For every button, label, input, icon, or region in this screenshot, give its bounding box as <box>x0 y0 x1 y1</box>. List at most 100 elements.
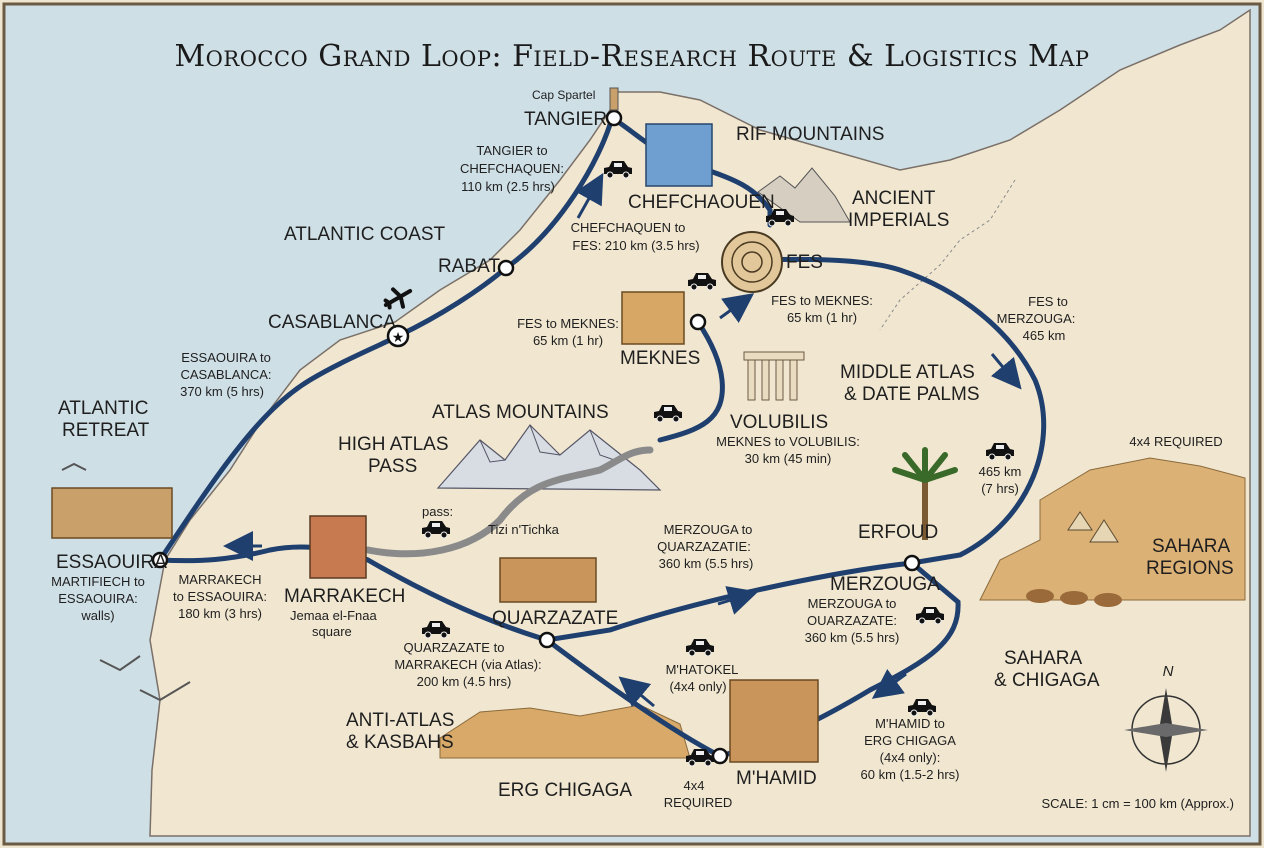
merz-ouar-1: MERZOUGA to <box>808 596 897 611</box>
atlas-mountains-illustration <box>436 424 662 491</box>
quar-mar-2: MARRAKECH (via Atlas): <box>394 657 541 672</box>
fes-meknes-a2: 65 km (1 hr) <box>533 333 603 348</box>
tangier-label: TANGIER <box>524 109 607 130</box>
rif-mountains-illustration <box>757 167 851 223</box>
chef-fes-1: CHEFCHAQUEN to <box>571 220 686 235</box>
atlas-label: ATLAS MOUNTAINS <box>432 402 609 423</box>
tangier-chef-3: 110 km (2.5 hrs) <box>461 179 555 194</box>
merzouga-label: MERZOUGA <box>830 574 940 595</box>
volubilis-ruins-illustration <box>743 351 805 401</box>
rif-label: RIF MOUNTAINS <box>736 124 884 145</box>
fes-meknes-b1: FES to MEKNES: <box>771 293 873 308</box>
fes-medina-illustration <box>721 231 783 293</box>
sahara-regions-2: REGIONS <box>1146 558 1234 579</box>
mar-ess-3: 180 km (3 hrs) <box>178 606 262 621</box>
sahara-regions-1: SAHARA <box>1152 536 1230 557</box>
chefchaouen-illustration <box>645 123 713 187</box>
meknes-label: MEKNES <box>620 348 700 369</box>
mar-ess-2: to ESSAOUIRA: <box>173 589 267 604</box>
mhatokel-2: (4x4 only) <box>669 679 726 694</box>
cap-spartel-label: Cap Spartel <box>532 88 595 102</box>
sahara-dunes-illustration <box>979 457 1246 601</box>
anti-atlas-1: ANTI-ATLAS <box>346 710 454 731</box>
ancient-label-1: ANCIENT <box>852 188 936 209</box>
fes-meknes-b2: 65 km (1 hr) <box>787 310 857 325</box>
anti-atlas-2: & KASBAHS <box>346 732 454 753</box>
airplane-icon <box>383 287 413 310</box>
city-markers <box>151 109 921 765</box>
mhatokel-1: M'HATOKEL <box>666 662 739 677</box>
km465-1: 465 km <box>979 464 1022 479</box>
ess-casa-2: CASABLANCA: <box>180 367 271 382</box>
map-title: Morocco Grand Loop: Field-Research Route… <box>174 39 1089 74</box>
high-atlas-2: PASS <box>368 456 417 477</box>
meknes-vol-1: MEKNES to VOLUBILIS: <box>716 434 860 449</box>
marrakech-square-illustration <box>309 515 367 579</box>
pass-road <box>364 446 654 558</box>
sahara-chigaga-1: SAHARA <box>1004 648 1082 669</box>
casablanca-star: ★ <box>392 330 405 346</box>
quar-mar-1: QUARZAZATE to <box>404 640 505 655</box>
direction-arrows <box>223 172 1022 708</box>
meknes-vol-2: 30 km (45 min) <box>745 451 832 466</box>
tizi-label: Tizi n'Tichka <box>488 522 560 537</box>
sahara-chigaga-2: & CHIGAGA <box>994 670 1100 691</box>
marrakech-sub-2: square <box>312 624 352 639</box>
palm-tree-icon <box>892 447 958 540</box>
compass-north: N <box>1163 663 1174 680</box>
compass-rose-icon <box>1124 688 1208 772</box>
pass-label: pass: <box>422 504 453 519</box>
ancient-label-2: IMPERIALS <box>848 210 949 231</box>
erg-chigaga-label: ERG CHIGAGA <box>498 780 632 801</box>
mhamid-erg-3: (4x4 only): <box>880 750 941 765</box>
bird-icon <box>61 462 191 702</box>
mar-ess-1: MARRAKECH <box>178 572 261 587</box>
quarzazate-label: QUARZAZATE <box>492 608 618 629</box>
fes-merz-2: MERZOUGA: <box>997 311 1076 326</box>
req-1: 4x4 <box>684 778 705 793</box>
fes-meknes-a1: FES to MEKNES: <box>517 316 619 331</box>
essaouira-walls-illustration <box>51 487 173 539</box>
chefchaouen-label: CHEFCHAOUEN <box>628 192 775 213</box>
scale-label: SCALE: 1 cm = 100 km (Approx.) <box>1041 796 1234 811</box>
merz-quar-1: MERZOUGA to <box>664 522 753 537</box>
quarzazate-kasbah-illustration <box>499 557 597 603</box>
tangier-chef-2: CHEFCHAQUEN: <box>460 161 564 176</box>
four-required: 4x4 REQUIRED <box>1129 434 1222 449</box>
middle-atlas-1: MIDDLE ATLAS <box>840 362 975 383</box>
tangier-chef-1: TANGIER to <box>476 143 547 158</box>
mhamid-erg-4: 60 km (1.5-2 hrs) <box>861 767 960 782</box>
camel-icon <box>1026 589 1122 607</box>
quar-mar-3: 200 km (4.5 hrs) <box>417 674 512 689</box>
middle-atlas-2: & DATE PALMS <box>844 384 980 405</box>
lighthouse-icon <box>609 87 619 111</box>
mart-1: MARTIFIECH to <box>51 574 145 589</box>
fes-merz-3: 465 km <box>1023 328 1066 343</box>
marrakech-sub-1: Jemaa el-Fnaa <box>290 608 377 623</box>
atlantic-coast-label: ATLANTIC COAST <box>284 224 446 245</box>
marrakech-label: MARRAKECH <box>284 586 405 607</box>
mhamid-erg-1: M'HAMID to <box>875 716 945 731</box>
fes-label: FES <box>786 252 823 273</box>
merz-quar-3: 360 km (5.5 hrs) <box>659 556 754 571</box>
region-border <box>879 179 1016 331</box>
mhamid-erg-2: ERG CHIGAGA <box>864 733 956 748</box>
high-atlas-1: HIGH ATLAS <box>338 434 449 455</box>
mhamid-gate-illustration <box>729 679 819 763</box>
mhamid-label: M'HAMID <box>736 768 817 789</box>
ess-casa-1: ESSAOUIRA to <box>181 350 271 365</box>
km465-2: (7 hrs) <box>981 481 1019 496</box>
rabat-label: RABAT <box>438 256 500 277</box>
atlantic-retreat-2: RETREAT <box>62 420 150 441</box>
fes-merz-1: FES to <box>1028 294 1068 309</box>
volubilis-label: VOLUBILIS <box>730 412 828 433</box>
erfoud-label: ERFOUD <box>858 522 938 543</box>
atlantic-retreat-1: ATLANTIC <box>58 398 148 419</box>
merz-ouar-2: OUARZAZATE: <box>807 613 897 628</box>
req-2: REQUIRED <box>664 795 733 810</box>
mart-2: ESSAOUIRA: <box>58 591 137 606</box>
chef-fes-2: FES: 210 km (3.5 hrs) <box>572 238 699 253</box>
merz-ouar-3: 360 km (5.5 hrs) <box>805 630 900 645</box>
mart-3: walls) <box>80 608 114 623</box>
